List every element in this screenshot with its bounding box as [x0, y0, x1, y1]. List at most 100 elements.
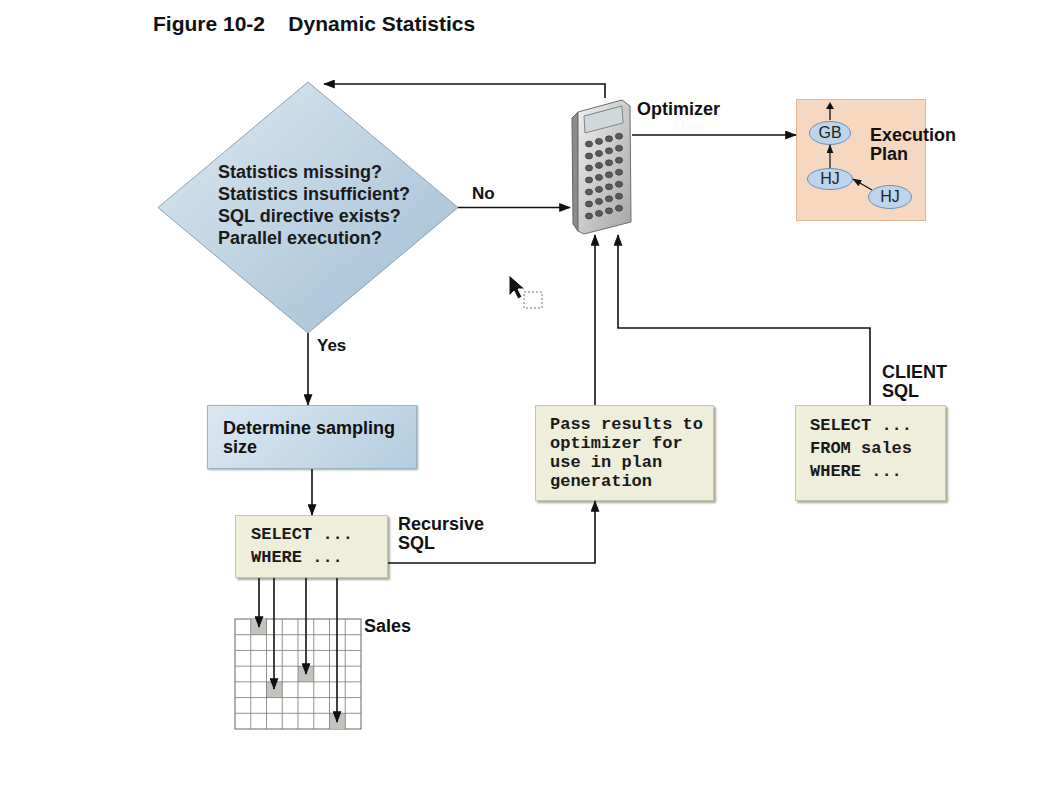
oval-outline — [808, 169, 853, 190]
connector-arrow — [324, 84, 605, 98]
grid-frame — [235, 619, 361, 729]
sampled-row — [298, 666, 314, 682]
oval-outline — [869, 186, 912, 209]
connector-arrow — [388, 501, 595, 563]
calculator-key — [585, 165, 592, 171]
calculator-key — [595, 198, 602, 204]
connector-arrow — [273, 578, 275, 689]
calculator-side — [572, 112, 578, 231]
node-outline — [235, 619, 361, 729]
note-box: Pass results to optimizer for use in pla… — [535, 405, 714, 501]
grid-line — [282, 619, 283, 729]
calculator-key — [595, 162, 602, 168]
node-text: HJ — [868, 188, 912, 206]
grid-line — [235, 666, 361, 667]
grid-line — [329, 619, 330, 729]
edge-label: Yes — [317, 336, 346, 356]
calculator-key — [605, 196, 612, 202]
calculator-key — [595, 150, 602, 156]
oval-outline — [810, 122, 851, 145]
calculator-key — [585, 189, 592, 195]
connector-arrow — [618, 235, 870, 405]
plan-arrowhead — [826, 102, 834, 109]
connector-arrow — [829, 145, 830, 168]
connector-arrow — [632, 134, 796, 136]
grid-line — [235, 650, 361, 651]
grid-line — [266, 619, 267, 729]
calculator-key — [595, 186, 602, 192]
grid-line — [298, 619, 299, 729]
sql-box: SELECT ... FROM sales WHERE ...CLIENT SQ… — [795, 405, 946, 501]
connector-arrow — [258, 578, 260, 627]
calculator-key — [615, 205, 622, 211]
calculator-key — [605, 172, 612, 178]
sql-box: SELECT ... WHERE ...Recursive SQL — [235, 515, 388, 578]
grid-line — [235, 634, 361, 635]
sampled-row — [267, 682, 283, 698]
calculator-key — [595, 174, 602, 180]
grid-line — [235, 681, 361, 682]
calculator-key — [585, 201, 592, 207]
mouse-cursor — [509, 275, 525, 299]
node-text: Determine sampling size — [223, 419, 413, 457]
calculator-key — [605, 208, 612, 214]
calculator-key — [605, 148, 612, 154]
node-text: SELECT ... FROM sales WHERE ... — [810, 414, 922, 483]
calculator-key — [605, 136, 612, 142]
calculator-key — [585, 177, 592, 183]
connector-arrow — [594, 235, 596, 405]
grid-line — [250, 619, 251, 729]
calculator-key — [615, 157, 622, 163]
plan-arrow — [829, 108, 830, 120]
node-text: GB — [809, 124, 851, 142]
node-text: SQL directive exists? — [218, 206, 401, 226]
process-box: Determine sampling size — [207, 405, 417, 469]
grid-line — [345, 619, 346, 729]
edge-label: No — [472, 184, 495, 204]
grid-line — [235, 713, 361, 714]
optimizer-calculator: Optimizer — [570, 98, 632, 235]
table-grid: Sales — [235, 619, 361, 729]
node-text: HJ — [807, 170, 853, 188]
grid-line — [313, 619, 314, 729]
sampled-row — [251, 619, 267, 635]
calculator-key — [605, 160, 612, 166]
connector-arrow — [307, 333, 309, 405]
calculator-body — [578, 100, 631, 234]
node-text: Parallel execution? — [218, 228, 382, 248]
calculator-key — [585, 153, 592, 159]
connector-arrow — [336, 578, 338, 722]
calculator-key — [585, 213, 592, 219]
node-text: SELECT ... WHERE ... — [251, 523, 363, 569]
calculator-key — [595, 210, 602, 216]
node-text: Recursive SQL — [398, 515, 484, 553]
calculator-key — [615, 193, 622, 199]
plan-operator: HJ — [868, 185, 912, 209]
sampled-row — [330, 713, 346, 729]
diamond-outline — [158, 82, 458, 333]
calculator-key — [615, 169, 622, 175]
connector-arrow — [853, 179, 872, 190]
node-text: Sales — [364, 617, 411, 636]
calculator-key — [615, 181, 622, 187]
calculator-key — [615, 133, 622, 139]
node-text: Execution Plan — [870, 126, 956, 164]
node-text: Statistics missing? — [218, 162, 382, 182]
decision-diamond: Statistics missing?Statistics insufficie… — [158, 82, 458, 333]
calculator-screen — [584, 106, 623, 133]
calculator-key — [585, 141, 592, 147]
connector-arrow — [311, 469, 313, 515]
execution-plan-box: Execution PlanGBHJHJ — [796, 99, 926, 221]
node-text: CLIENT SQL — [882, 363, 947, 401]
cursor-box — [524, 292, 542, 308]
plan-operator: GB — [809, 121, 851, 145]
calculator-key — [615, 145, 622, 151]
connector-arrow — [458, 207, 570, 209]
calculator-key — [595, 138, 602, 144]
calculator-key — [605, 184, 612, 190]
figure-title: Figure 10-2 Dynamic Statistics — [153, 12, 475, 36]
node-text: Optimizer — [637, 100, 720, 119]
node-text: Pass results to optimizer for use in pla… — [550, 415, 713, 491]
node-text: Statistics insufficient? — [218, 184, 410, 204]
